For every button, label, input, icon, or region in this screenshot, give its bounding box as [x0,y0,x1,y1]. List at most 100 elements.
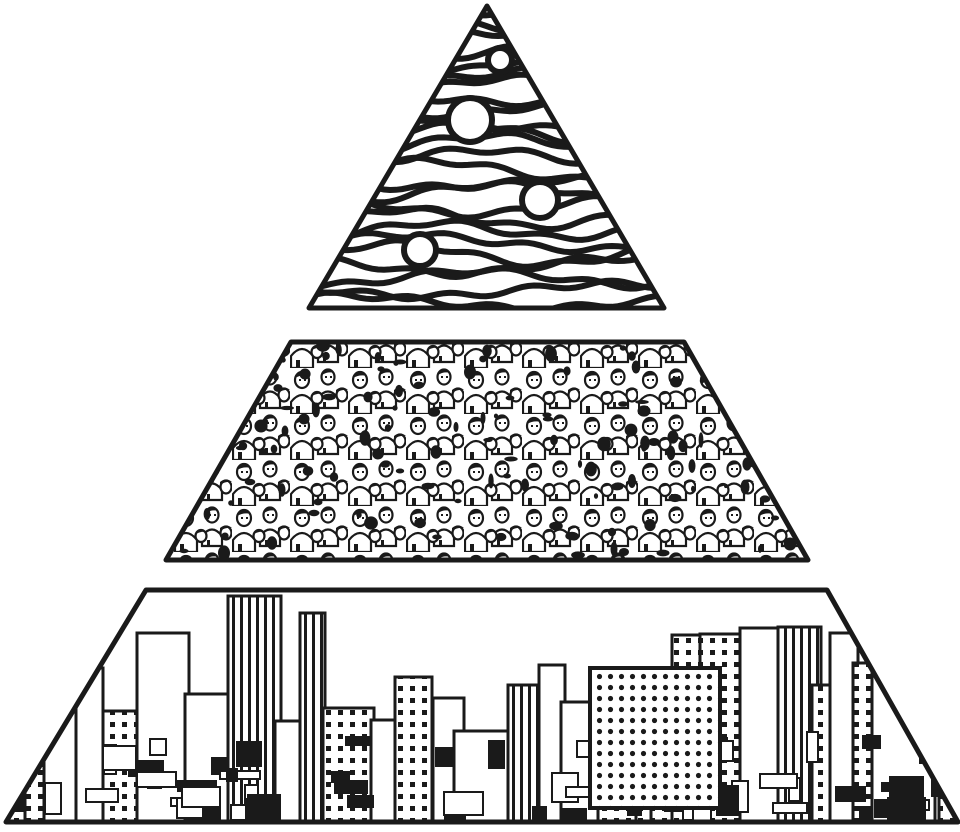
city-block [137,772,176,787]
crowd-shade [282,426,289,437]
crowd-shade [760,495,770,502]
crowd-shade [180,388,190,399]
crowd-shade [170,476,175,481]
city-block [760,774,797,788]
crowd-shade [380,462,390,467]
crowd-shade [375,352,382,362]
crowd-shade [618,401,628,407]
crowd-shade [542,413,551,418]
crowd-shade [226,340,235,350]
crowd-shade [414,518,425,528]
crowd-shade [657,550,670,557]
crowd-shade [392,405,397,410]
crowd-shade [303,466,314,476]
crowd-shade [210,428,217,432]
crowd-shade [184,365,195,379]
crowd-shade [186,456,193,464]
crowd-shade [741,480,750,495]
crowd-shade [632,361,641,374]
city-block [444,792,483,815]
crowd-shade [641,438,648,451]
city-block [86,789,118,802]
crowd-shade [550,435,558,445]
crowd-shade [482,345,492,357]
crowd-shade [628,474,636,488]
crowd-shade [771,516,779,521]
crowd-shade [545,346,557,362]
city-building [323,708,374,830]
crowd-shade [752,343,759,354]
city-block [231,805,246,820]
crowd-shade [177,453,189,467]
crowd-shade [669,494,682,502]
crowd-shade [242,397,251,402]
crowd-shade [628,351,636,361]
crowd-shade [578,460,582,468]
crowd-shade [464,365,476,380]
city-block [237,742,261,766]
crowd-shade [620,345,626,350]
crowd-shade [783,400,791,408]
crowd-shade [245,479,256,485]
crowd-shade [481,412,486,424]
crowd-shade [667,446,675,461]
crowd-shade [273,384,282,392]
crowd-shade [728,374,732,388]
crowd-shade [169,475,174,484]
crowd-shade [322,352,330,360]
crowd-shade [431,445,442,458]
crowd-shade [608,528,616,537]
city-block [348,796,373,807]
crowd-shade [377,366,384,371]
city-building [0,738,25,830]
crowd-shade [689,459,696,473]
crowd-shade [228,368,232,381]
crowd-shade [179,549,188,553]
crowd-shade [385,424,391,432]
crowd-shade [691,486,695,492]
fingerprint-whorl [488,48,512,72]
crowd-shade [670,377,682,388]
city-block [436,748,453,766]
city-block [346,737,369,745]
crowd-shade [364,516,378,529]
crowd-shade [393,360,398,366]
crowd-shade [396,469,404,474]
pyramid-tier-bottom [0,590,960,832]
crowd-shade [620,552,624,557]
crowd-shade [239,442,247,451]
pyramid-tier-top [300,4,672,311]
crowd-shade [356,512,361,518]
city-block [45,783,61,814]
crowd-shade [506,396,515,401]
city-building [954,694,960,830]
crowd-shade [494,414,498,419]
crowd-shade [483,438,492,442]
crowd-shade [261,447,266,454]
city-block [182,787,220,807]
crowd-shade [549,522,563,531]
crowd-shade [756,437,769,446]
crowd-shade [625,424,638,437]
crowd-shade [250,364,262,378]
city-block [150,739,166,755]
crowd-shade [395,385,403,397]
crowd-shade [644,519,655,531]
crowd-shade [585,462,597,477]
crowd-shade [798,438,811,449]
crowd-shade [336,344,342,356]
crowd-shade [299,369,310,380]
crowd-shade [221,533,228,540]
crowd-shade [422,483,435,490]
crowd-shade [755,359,761,373]
city-block [807,732,818,762]
crowd-shade [565,532,578,541]
crowd-shade [372,449,384,460]
crowd-shade [720,364,729,373]
city-building [395,677,432,830]
crowd-shade [201,439,207,449]
crowd-shade [280,406,294,410]
crowd-shade [314,499,323,506]
crowd-shade [309,510,320,516]
